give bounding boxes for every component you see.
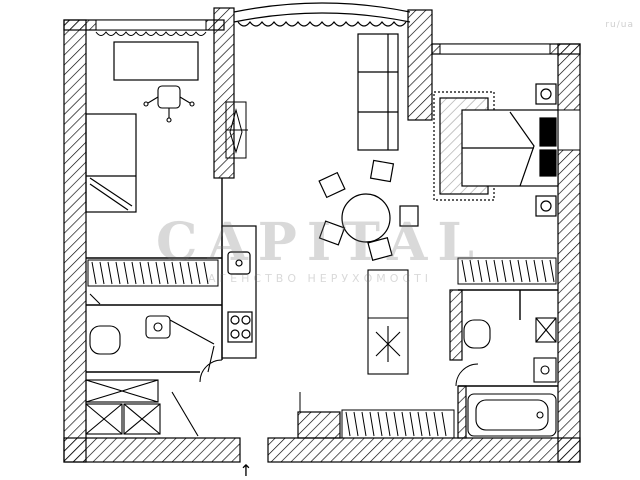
bathroom-left	[89, 293, 215, 373]
storage-boxes	[85, 379, 199, 437]
corner-label: ru/ua	[605, 20, 634, 30]
bay-window	[233, 2, 411, 27]
bathroom-right	[463, 317, 557, 437]
wardrobe-bottom	[341, 409, 455, 439]
double-bed	[433, 83, 559, 217]
partition-walls	[86, 178, 558, 387]
desk	[113, 41, 199, 81]
kitchen-island	[367, 269, 409, 375]
windows	[95, 19, 581, 151]
wardrobe-right	[457, 257, 557, 285]
dining-set	[318, 159, 419, 262]
curtain-left	[95, 31, 207, 36]
entrance-arrow: ↑	[239, 461, 252, 480]
doors	[199, 359, 479, 412]
kitchen-counter	[221, 225, 257, 359]
sofa	[357, 33, 399, 151]
wall-fan	[225, 101, 248, 159]
wardrobe-left	[87, 259, 219, 287]
single-bed	[85, 113, 137, 213]
office-chair	[143, 85, 195, 123]
